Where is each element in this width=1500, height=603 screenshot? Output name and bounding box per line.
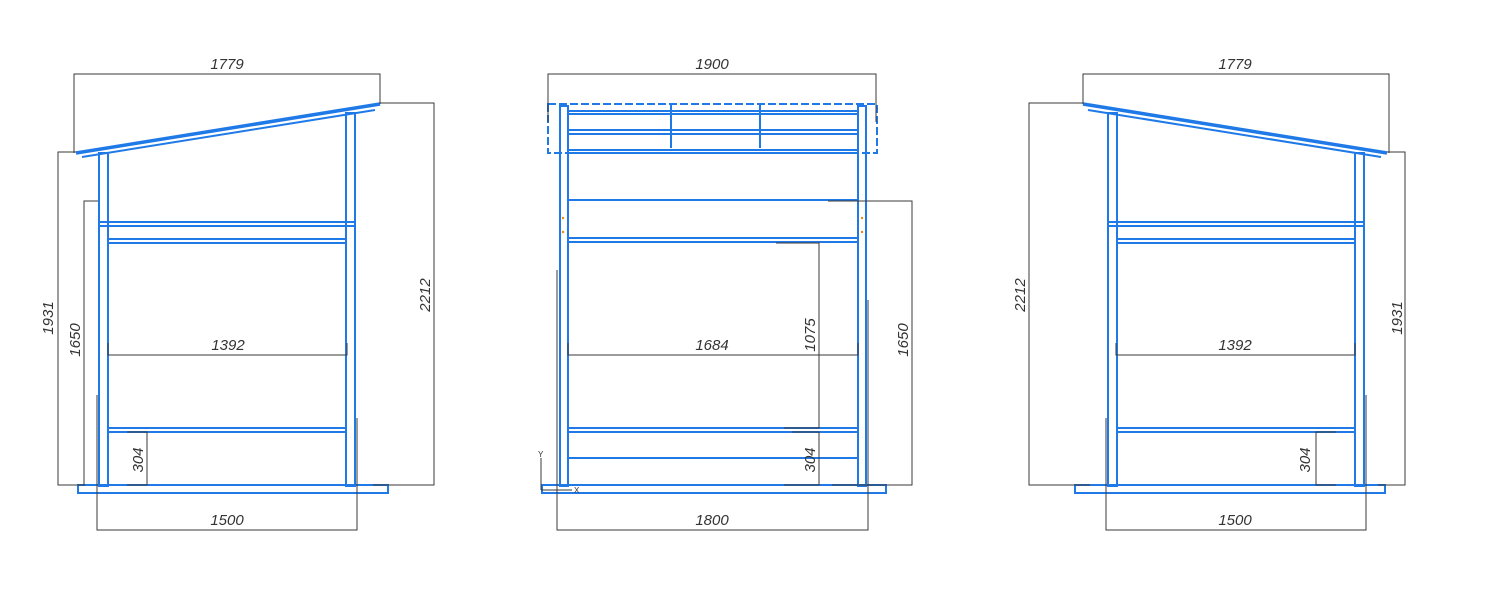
dim-front-height: 1931: [1389, 301, 1406, 334]
dim-front-height: 1931: [40, 301, 57, 334]
front-view: Y X 1900 1684 1075 1650 304 1800: [538, 56, 913, 531]
coordinate-axes-icon: Y X: [538, 450, 580, 495]
dim-inner-width: 1684: [695, 337, 728, 354]
dim-total-height: 2212: [417, 278, 434, 313]
right-post: [857, 105, 867, 487]
dim-roof-width: 1779: [210, 56, 244, 73]
dim-base-width: 1500: [1218, 512, 1252, 529]
roof-underside: [81, 109, 376, 158]
rear-post: [345, 112, 356, 487]
roof-panel: [75, 102, 381, 155]
dim-rail-height: 1650: [895, 323, 912, 357]
dim-bottom-rail: 304: [1297, 447, 1314, 472]
base-plate: [77, 484, 389, 494]
dim-bottom-rail: 304: [802, 447, 819, 472]
dim-panel-height: 1075: [802, 318, 819, 352]
right-side-view: 1779 2212 1931 1392 304 1500: [1012, 56, 1406, 531]
right-structure: [1028, 73, 1406, 531]
left-dimensions: [57, 73, 435, 531]
dim-inner-width: 1392: [211, 337, 245, 354]
left-post: [559, 105, 569, 487]
base-plate: [541, 484, 887, 494]
left-side-view: 1779 2212 1931 1650 1392 304 1500: [40, 56, 435, 531]
dim-base-width: 1800: [695, 512, 729, 529]
dim-total-height: 2212: [1012, 278, 1029, 313]
axis-y-label: Y: [538, 450, 544, 459]
axis-x-label: X: [574, 486, 580, 495]
front-structure: [541, 103, 887, 494]
dim-rail-height: 1650: [67, 323, 84, 357]
dim-roof-width: 1779: [1218, 56, 1252, 73]
dim-bottom-rail: 304: [130, 447, 147, 472]
dim-roof-width: 1900: [695, 56, 729, 73]
dim-base-width: 1500: [210, 512, 244, 529]
left-structure: [75, 102, 389, 494]
dim-inner-width: 1392: [1218, 337, 1252, 354]
front-post: [98, 152, 109, 487]
front-dimensions: [547, 73, 913, 531]
